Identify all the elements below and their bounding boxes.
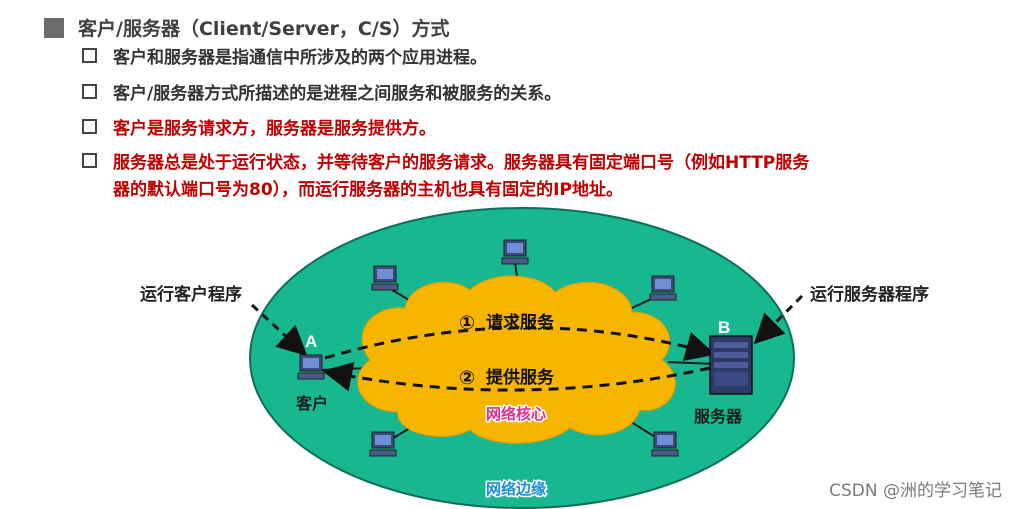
bullet-text: 客户和服务器是指通信中所涉及的两个应用进程。 xyxy=(113,48,487,68)
request-arrow xyxy=(324,326,716,362)
server-icon xyxy=(709,335,753,395)
left-callout-label: 运行客户程序 xyxy=(140,284,242,304)
computer-icon xyxy=(369,431,397,457)
step1-number: ① xyxy=(459,312,475,334)
computer-icon xyxy=(649,275,677,301)
step1-label: 请求服务 xyxy=(486,312,555,332)
computer-icon xyxy=(651,431,679,457)
bullet-item: 服务器总是处于运行状态，并等待客户的服务请求。服务器具有固定端口号（例如HTTP… xyxy=(82,150,809,204)
bullet-text: 客户/服务器方式所描述的是进程之间服务和被服务的关系。 xyxy=(113,84,562,104)
bullet-text: 客户是服务请求方，服务器是服务提供方。 xyxy=(113,119,436,139)
checkbox-square-icon xyxy=(82,48,97,63)
response-arrow xyxy=(322,361,711,392)
left-callout-arrow xyxy=(250,303,308,357)
bullet-text-line1: 服务器总是处于运行状态，并等待客户的服务请求。服务器具有固定端口号（例如HTTP… xyxy=(113,153,810,173)
network-core-label: 网络核心 xyxy=(486,405,546,423)
right-callout-arrow xyxy=(753,294,804,345)
host-a-letter: A xyxy=(305,332,317,351)
right-callout-label: 运行服务器程序 xyxy=(810,284,929,304)
network-core-cloud xyxy=(357,275,676,444)
client-computer-icon xyxy=(297,354,325,380)
host-b-letter: B xyxy=(718,318,730,337)
network-edge-label: 网络边缘 xyxy=(486,480,546,498)
heading-text: 客户/服务器（Client/Server，C/S）方式 xyxy=(78,18,450,40)
bullet-item: 客户/服务器方式所描述的是进程之间服务和被服务的关系。 xyxy=(82,81,561,108)
heading-square-icon xyxy=(44,17,64,38)
bullet-item: 客户是服务请求方，服务器是服务提供方。 xyxy=(82,116,436,143)
heading: 客户/服务器（Client/Server，C/S）方式 xyxy=(44,14,450,41)
step2-number: ② xyxy=(459,367,475,389)
bullet-text-line2: 器的默认端口号为80），而运行服务器的主机也具有固定的IP地址。 xyxy=(113,180,623,200)
host-b-label: 服务器 xyxy=(694,407,743,426)
host-a-label: 客户 xyxy=(296,394,328,413)
checkbox-square-icon xyxy=(82,84,97,99)
bullet-item: 客户和服务器是指通信中所涉及的两个应用进程。 xyxy=(82,45,487,72)
step2-label: 提供服务 xyxy=(486,367,555,387)
computer-icon xyxy=(371,265,399,291)
computer-icon xyxy=(501,239,529,265)
checkbox-square-icon xyxy=(82,153,97,168)
watermark: CSDN @洲的学习笔记 xyxy=(829,481,1002,501)
checkbox-square-icon xyxy=(82,119,97,134)
